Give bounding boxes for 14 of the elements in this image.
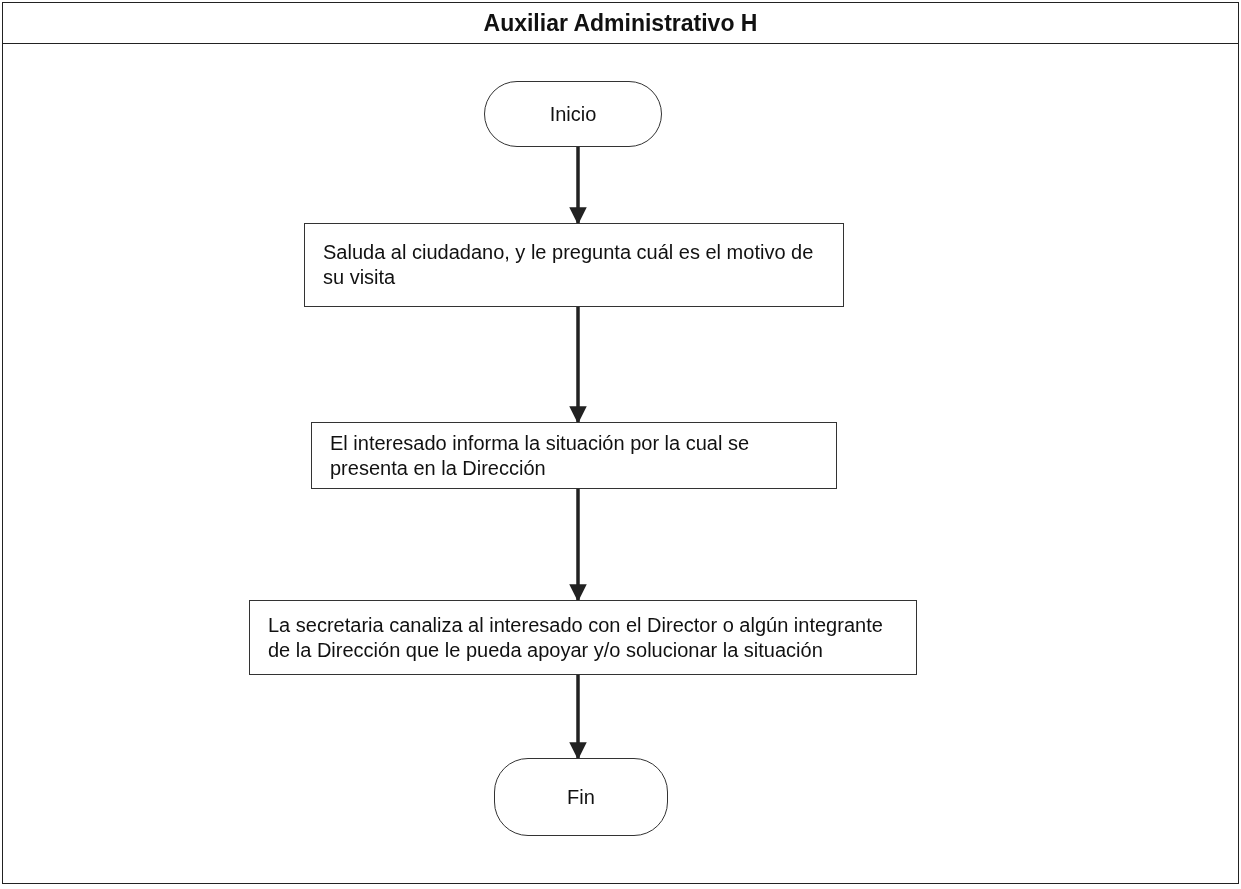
node-text: La secretaria canaliza al interesado con el Director o algún integrante de la Dirección que le pueda apoyar y/o solucionar la situación [268,612,884,663]
process-box [304,223,844,307]
process-box [311,422,837,489]
title: Auxiliar Administrativo H [483,9,758,37]
process-box [249,600,917,675]
terminator-shape [494,758,668,836]
arrow [569,307,587,424]
node-text: Fin [567,784,595,810]
arrow [569,147,587,225]
node-text: Inicio [549,101,597,127]
node-text: El interesado informa la situación por la cual se presenta en la Dirección [330,430,751,481]
arrow [569,675,587,760]
node-text: Saluda al ciudadano, y le pregunta cuál es el motivo de su visita [323,240,815,290]
arrow [569,489,587,602]
